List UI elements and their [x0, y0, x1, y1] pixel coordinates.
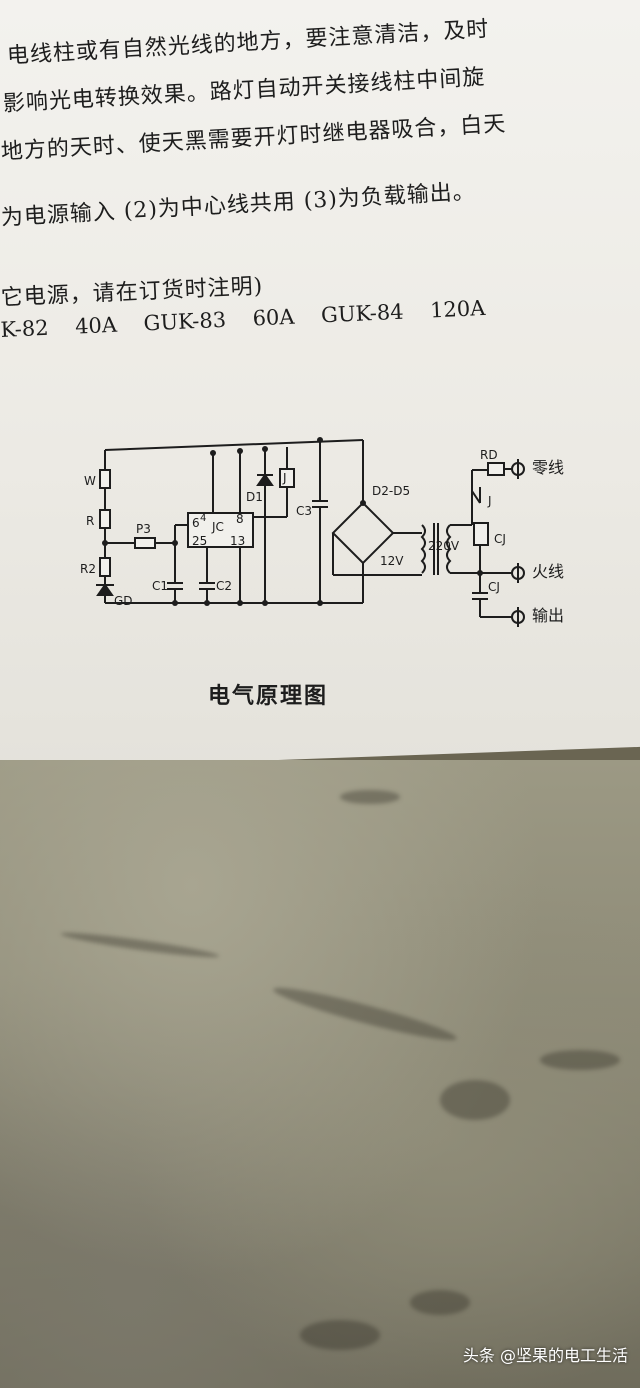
label-cj-coil: CJ — [494, 532, 506, 546]
terminal-live-label: 火线 — [532, 562, 564, 581]
text-line-2: 影响光电转换效果。路灯自动开关接线柱中间旋 — [2, 65, 486, 117]
label-12v: 12V — [380, 554, 404, 568]
terminal-neutral-label: 零线 — [532, 458, 564, 477]
label-jc: JC — [211, 520, 224, 534]
text-line-3: 地方的天时、使天黑需要开灯时继电器吸合，白天 — [0, 111, 507, 165]
text-line-1: 电线柱或有自然光线的地方，要注意清洁，及时 — [6, 17, 490, 69]
label-pin4: 4 — [200, 513, 206, 524]
label-j-relay: J — [282, 471, 287, 485]
label-r2: R2 — [80, 562, 96, 576]
label-c3: C3 — [296, 504, 312, 518]
label-cj-contact: CJ — [488, 580, 500, 594]
diagram-caption: 电气原理图 — [208, 684, 329, 709]
table-surface — [0, 760, 640, 1388]
label-j-switch: J — [487, 494, 492, 508]
text-line-5: 它电源，请在订货时注明) — [0, 274, 264, 311]
label-d2-d5: D2-D5 — [372, 484, 410, 498]
label-pin13: 13 — [230, 534, 245, 548]
document-paper: 电线柱或有自然光线的地方，要注意清洁，及时 影响光电转换效果。路灯自动开关接线柱… — [0, 0, 640, 770]
text-line-4: 为电源输入 (2)为中心线共用 (3)为负载输出。 — [0, 179, 477, 231]
label-220v: 220V — [428, 539, 460, 553]
label-d1: D1 — [246, 490, 263, 504]
watermark: 头条 @坚果的电工生活 — [462, 1346, 628, 1365]
terminal-output-label: 输出 — [532, 606, 564, 625]
label-pin6: 6 — [192, 516, 200, 530]
label-p3: P3 — [136, 522, 151, 536]
label-pin8: 8 — [236, 512, 244, 526]
circuit-schematic: W R R2 GD P3 6 4 8 JC 25 13 D1 J C1 C2 C… — [80, 437, 564, 627]
label-rd: RD — [480, 448, 498, 462]
label-w: W — [84, 474, 96, 488]
label-c1: C1 — [152, 579, 168, 593]
label-pin25: 25 — [192, 534, 207, 548]
label-c2: C2 — [216, 579, 232, 593]
label-r: R — [86, 514, 94, 528]
label-gd: GD — [114, 594, 133, 608]
